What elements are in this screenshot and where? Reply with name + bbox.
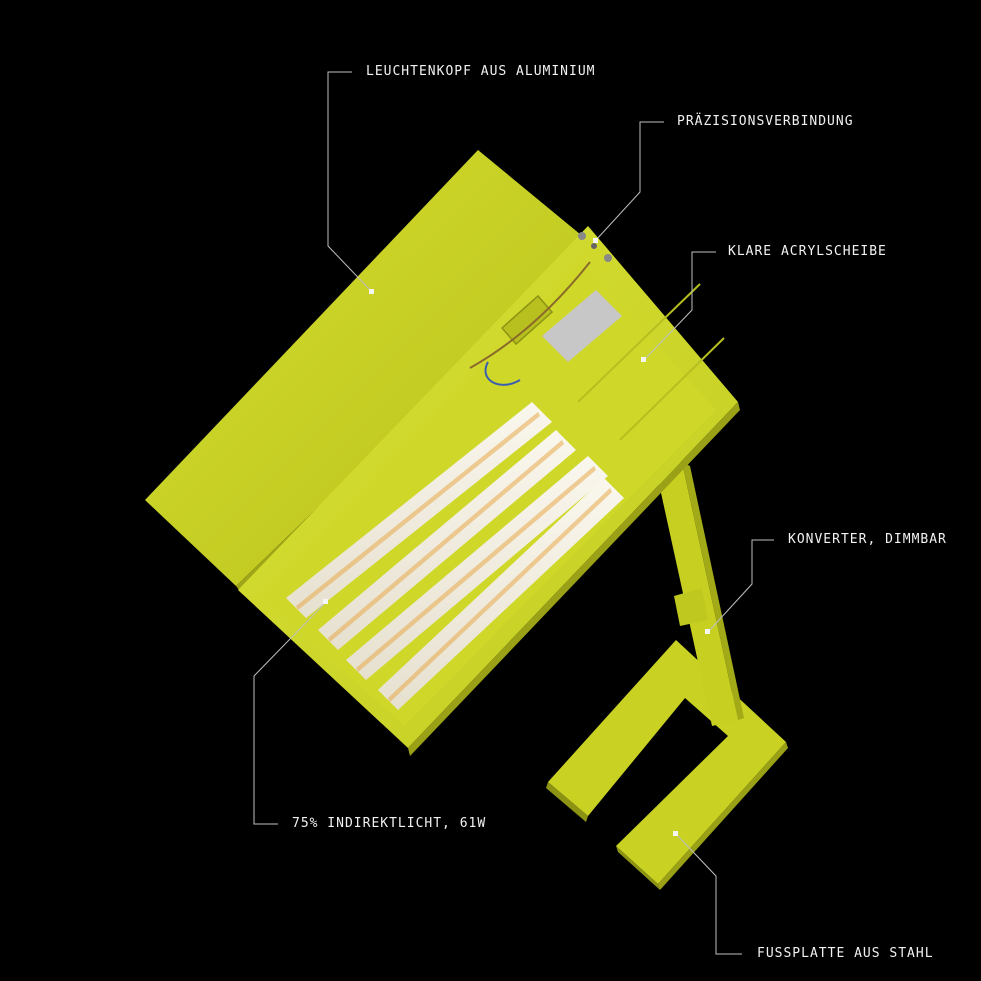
leader-endpoints bbox=[323, 238, 710, 836]
led-strips bbox=[286, 402, 624, 710]
leader-acrylic bbox=[643, 251, 716, 361]
label-head: LEUCHTENKOPF AUS ALUMINIUM bbox=[366, 64, 596, 79]
label-base: FUSSPLATTE AUS STAHL bbox=[757, 946, 934, 961]
endpoint-base bbox=[673, 831, 678, 836]
leader-base bbox=[675, 833, 742, 955]
endpoint-head bbox=[369, 289, 374, 294]
endpoint-indirect bbox=[323, 599, 328, 604]
label-indirect: 75% INDIREKTLICHT, 61W bbox=[292, 816, 487, 831]
label-acrylic: KLARE ACRYLSCHEIBE bbox=[728, 244, 887, 259]
endpoint-joint bbox=[593, 238, 598, 243]
lamp-stem bbox=[656, 462, 744, 726]
leader-joint bbox=[595, 121, 664, 241]
leader-converter bbox=[707, 539, 774, 633]
endpoint-converter bbox=[705, 629, 710, 634]
label-converter: KONVERTER, DIMMBAR bbox=[788, 532, 947, 547]
leader-indirect bbox=[253, 601, 327, 825]
label-joint: PRÄZISIONSVERBINDUNG bbox=[677, 114, 854, 129]
joint-screws bbox=[578, 232, 612, 262]
leader-head bbox=[327, 71, 373, 293]
leader-lines bbox=[253, 71, 774, 955]
endpoint-acrylic bbox=[641, 357, 646, 362]
base-plate bbox=[546, 640, 788, 890]
